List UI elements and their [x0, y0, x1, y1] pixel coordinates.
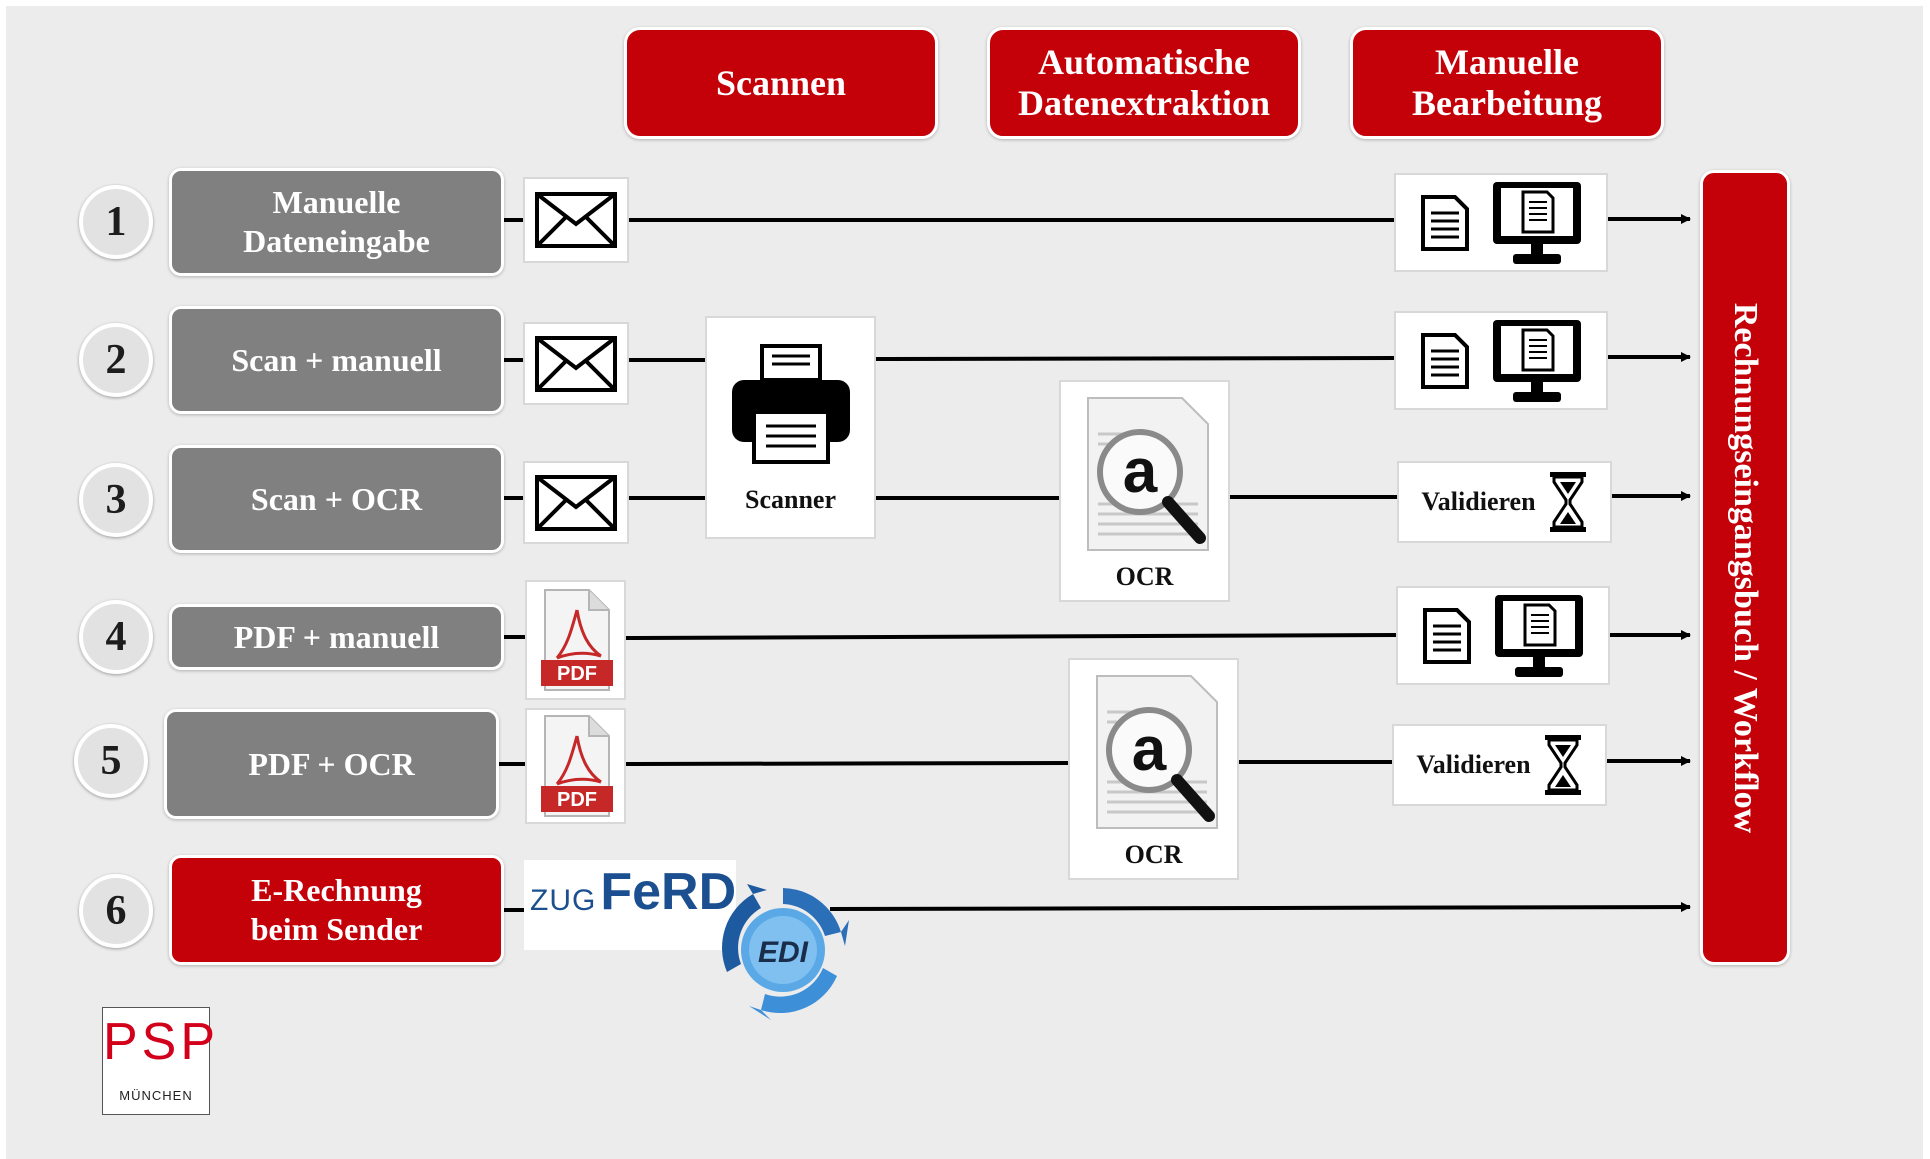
psp-logo-sub: MÜNCHEN [119, 1088, 193, 1103]
document-icon [1421, 194, 1469, 251]
svg-text:PDF: PDF [557, 663, 597, 685]
scanner-label: Scanner [745, 485, 836, 514]
validieren-label-row-3: Validieren [1421, 487, 1536, 516]
ocr-label-row-5: OCR [1124, 840, 1183, 869]
row-6-arrow [829, 902, 1691, 913]
edi-logo: EDI [713, 880, 853, 1020]
row-label-pdf-manuell: PDF + manuell [169, 604, 504, 670]
psp-logo: PSP MÜNCHEN [102, 1007, 220, 1115]
envelope-box-row-1 [523, 177, 629, 263]
envelope-icon [535, 335, 617, 392]
svg-text:PDF: PDF [557, 789, 597, 811]
row-2-line-b [873, 356, 1397, 361]
row-number-6: 6 [79, 874, 153, 948]
document-icon [1421, 332, 1469, 389]
row-4-line [623, 633, 1397, 640]
envelope-icon [535, 192, 617, 248]
validieren-box-row-3: Validieren [1397, 461, 1612, 543]
row-label-pdf-ocr: PDF + OCR [164, 709, 499, 819]
hourglass-icon [1544, 735, 1581, 795]
row-number-5: 5 [74, 724, 148, 798]
column-header-manuelle-bearbeitung: Manuelle Bearbeitung [1350, 27, 1664, 139]
monitor-icon [1493, 181, 1581, 264]
envelope-box-row-2 [523, 322, 629, 405]
zugferd-text-ferd: FeRD [600, 863, 737, 921]
scanner-box: Scanner [705, 316, 876, 539]
envelope-icon [535, 474, 617, 531]
manual-box-row-1 [1394, 173, 1608, 272]
sidebar-label: Rechnungseingangsbuch / Workflow [1727, 302, 1764, 833]
ocr-magnifier-icon: a [1095, 675, 1218, 829]
ocr-box-row-3: a OCR [1059, 380, 1230, 602]
column-header-scannen: Scannen [624, 27, 938, 139]
row-label-scan-manuell: Scan + manuell [169, 306, 504, 414]
manual-box-row-2 [1394, 311, 1608, 410]
zugferd-logo: ZUG FeRD [524, 860, 736, 950]
hourglass-icon [1549, 472, 1586, 532]
edi-cycle-icon: EDI [722, 884, 849, 1020]
row-label-scan-ocr: Scan + OCR [169, 445, 504, 553]
row-label-manuelle-dateneingabe: Manuelle Dateneingabe [169, 168, 504, 276]
svg-text:a: a [1131, 715, 1166, 784]
row-5-line-a [623, 761, 1069, 766]
pdf-icon: PDF [540, 715, 613, 817]
pdf-icon: PDF [540, 589, 613, 691]
ocr-label-row-3: OCR [1115, 562, 1174, 591]
psp-logo-main: PSP [103, 1013, 220, 1071]
manual-box-row-4 [1396, 586, 1610, 685]
printer-icon [731, 344, 850, 464]
row-number-4: 4 [79, 600, 153, 674]
pdf-box-row-4: PDF [525, 580, 626, 700]
monitor-icon [1493, 319, 1581, 402]
zugferd-text-zug: ZUG [530, 884, 597, 917]
ocr-magnifier-icon: a [1086, 397, 1209, 551]
row-number-3: 3 [79, 463, 153, 537]
column-header-datenextraktion: Automatische Datenextraktion [987, 27, 1301, 139]
row-number-1: 1 [79, 185, 153, 259]
svg-text:a: a [1122, 437, 1157, 506]
document-icon [1423, 607, 1471, 664]
validieren-box-row-5: Validieren [1392, 724, 1607, 806]
row-number-2: 2 [79, 323, 153, 397]
ocr-box-row-5: a OCR [1068, 658, 1239, 880]
validieren-label-row-5: Validieren [1416, 750, 1531, 779]
pdf-box-row-5: PDF [525, 708, 626, 824]
row-label-e-rechnung: E-Rechnung beim Sender [169, 855, 504, 965]
edi-text: EDI [758, 936, 809, 969]
envelope-box-row-3 [523, 461, 629, 544]
monitor-icon [1495, 594, 1583, 677]
sidebar-rechnungseingangsbuch: Rechnungseingangsbuch / Workflow [1700, 170, 1790, 965]
